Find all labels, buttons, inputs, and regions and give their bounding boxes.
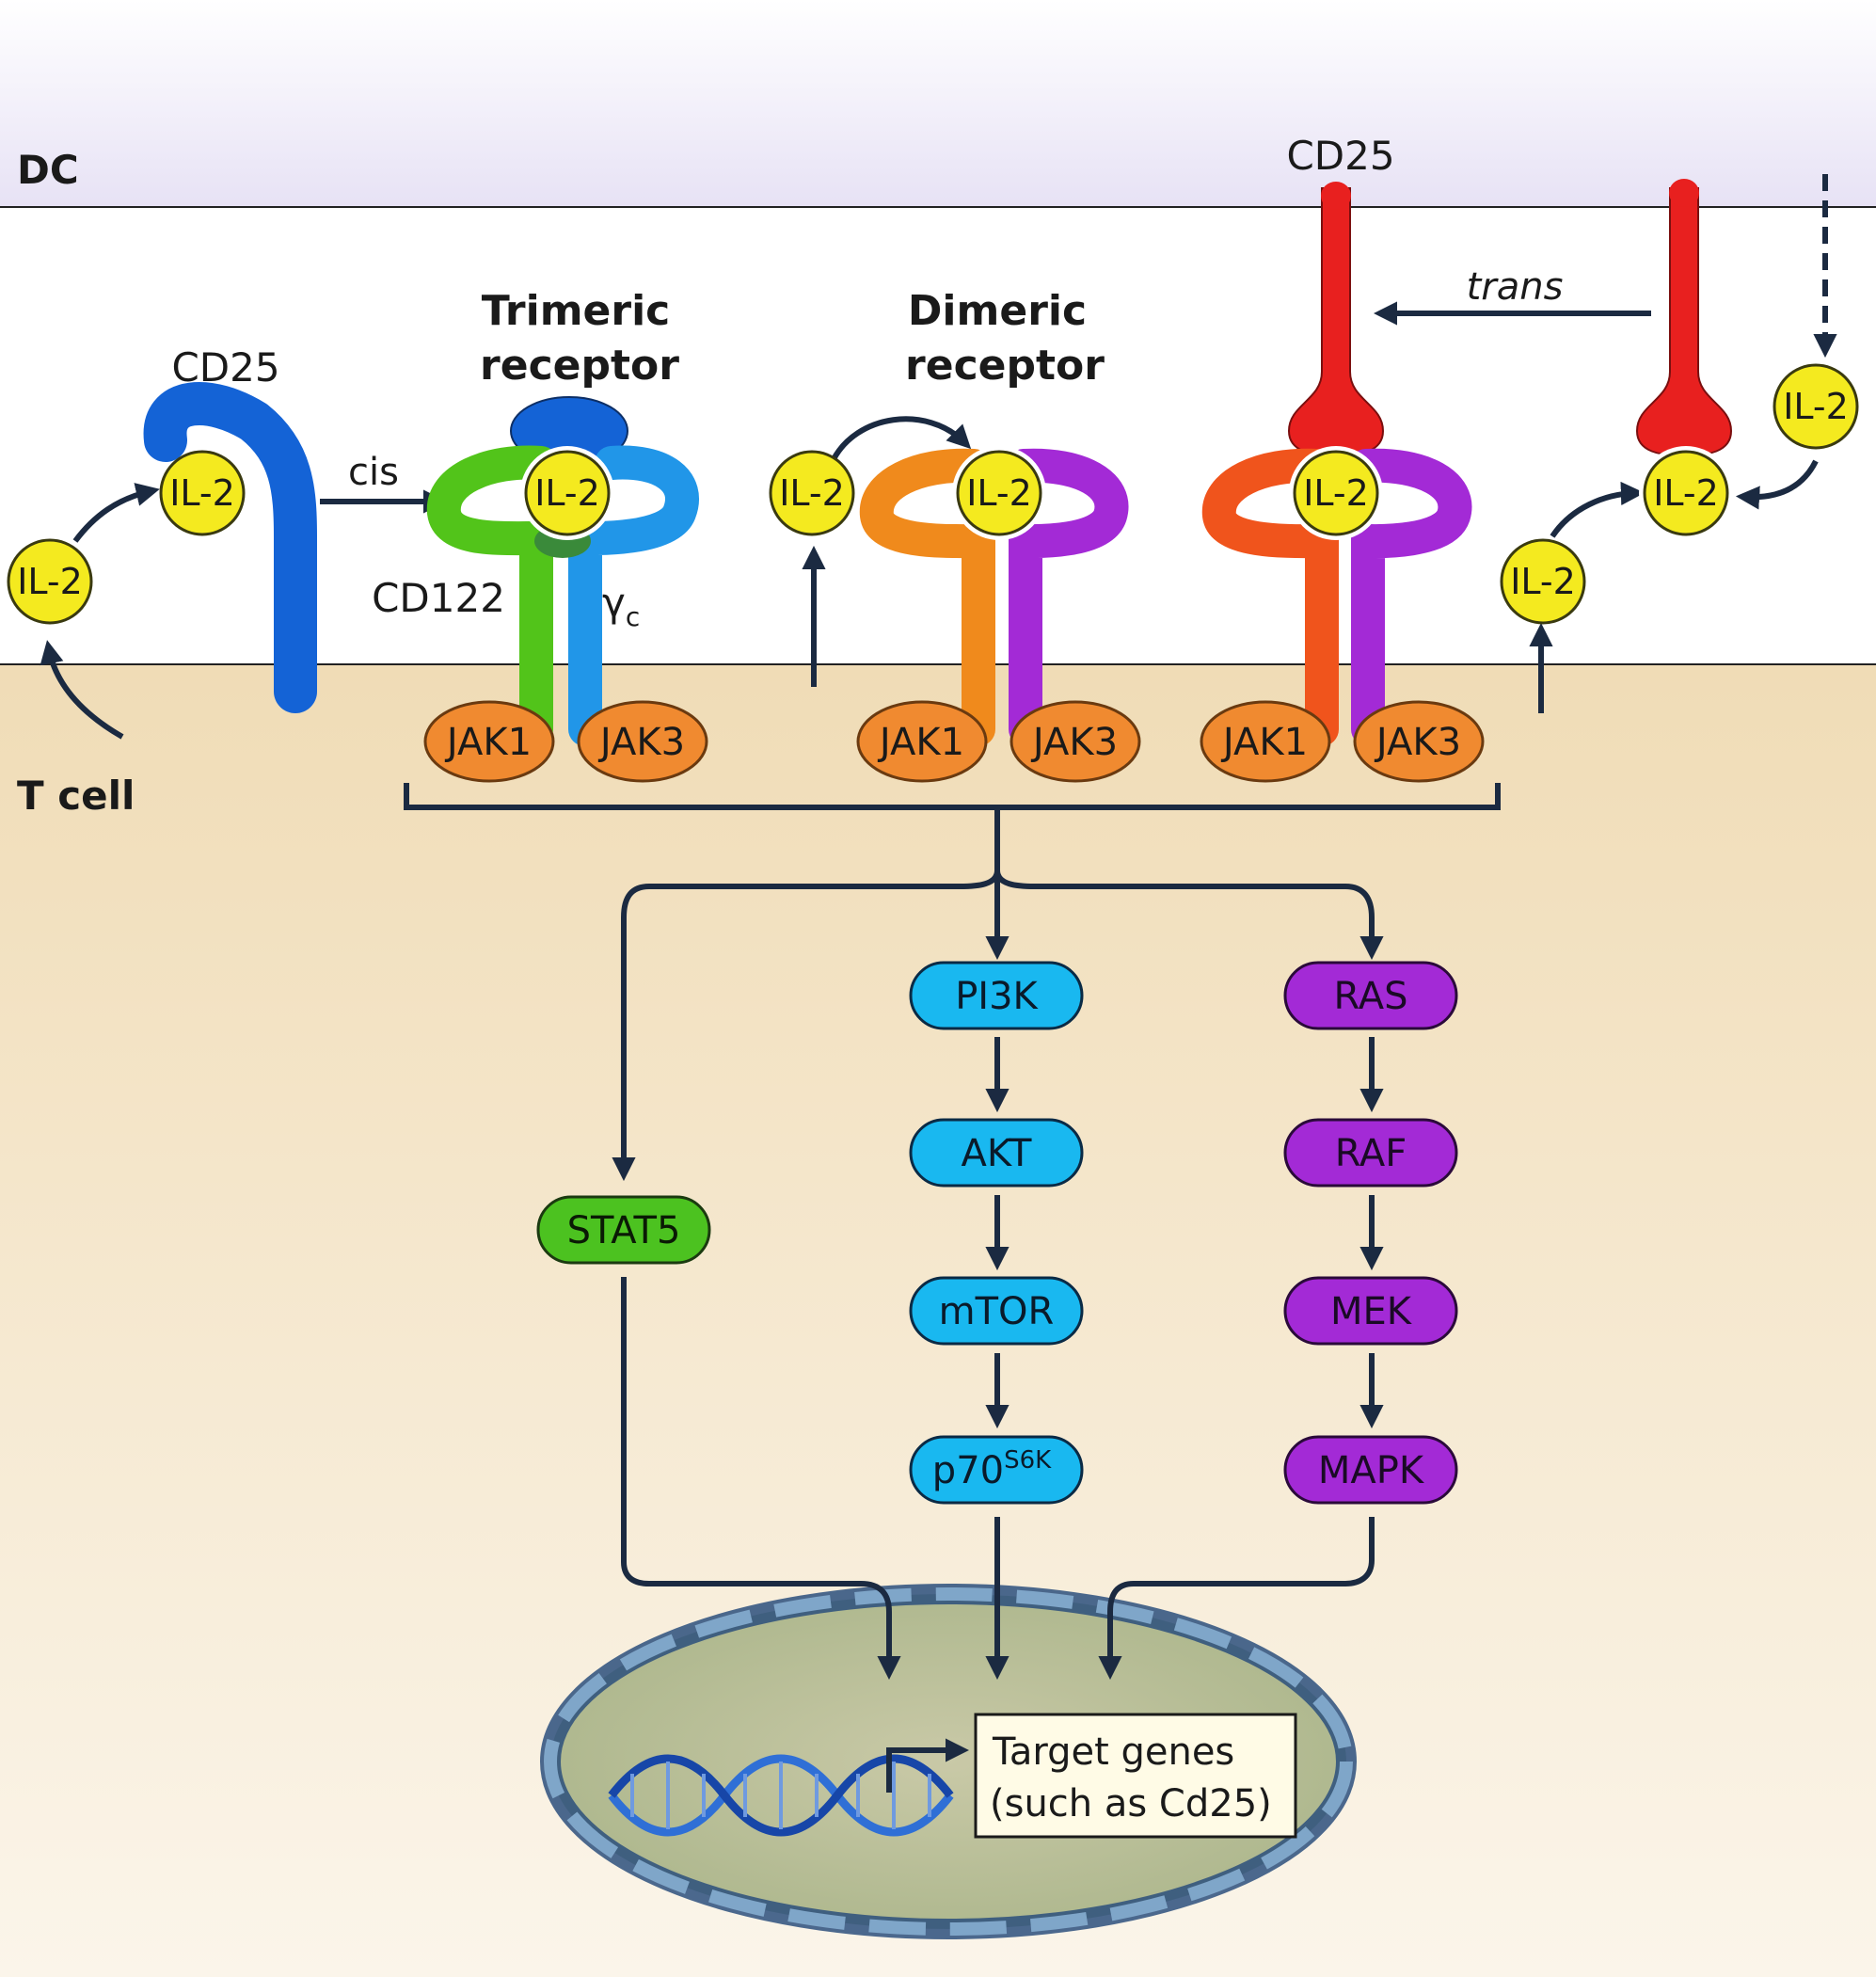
svg-text:IL-2: IL-2 (17, 561, 83, 602)
il2-trimeric (524, 450, 611, 536)
il2-free-dimeric (769, 450, 855, 536)
il2-cd25-left (159, 450, 246, 536)
akt-node: AKT (909, 1118, 1084, 1188)
svg-text:JAK1: JAK1 (877, 721, 964, 764)
jak-trimeric: JAK1 JAK3 (423, 700, 708, 783)
svg-text:PI3K: PI3K (955, 975, 1039, 1018)
mapk-node: MAPK (1283, 1435, 1458, 1505)
svg-text:IL-2: IL-2 (1783, 386, 1849, 427)
dimeric-gamma-chain (1007, 448, 1129, 746)
binding-arrow-right-top (1735, 459, 1819, 510)
il2-cd25-dc (1643, 450, 1729, 536)
cd25-red-dc (1635, 187, 1733, 456)
il2-group: IL-2 IL-2 IL-2 IL-2 IL-2 IL-2 IL-2 IL-2 … (7, 363, 1859, 625)
nuclear-envelope-pores (544, 1587, 1353, 1936)
cd122-label: CD122 (372, 575, 505, 621)
target-genes-line1: Target genes (992, 1730, 1234, 1774)
dimeric-title-2: receptor (905, 342, 1105, 390)
p70s6k-node: p70S6K (909, 1435, 1084, 1505)
svg-text:IL-2: IL-2 (1303, 472, 1369, 514)
ras-node: RAS (1283, 961, 1458, 1030)
svg-text:JAK1: JAK1 (444, 721, 532, 764)
jak-bracket (404, 783, 1501, 810)
il2-free-left (7, 538, 93, 625)
jak-dimeric: JAK1 JAK3 (856, 700, 1141, 783)
svg-text:p70S6K: p70S6K (932, 1446, 1052, 1492)
branch-stat5 (612, 869, 1000, 1182)
binding-arrow-dimeric (830, 416, 972, 463)
svg-text:MAPK: MAPK (1318, 1449, 1425, 1492)
jak1-dimeric (856, 700, 988, 783)
gamma-c-chain (568, 445, 699, 746)
trans-label: trans (1467, 265, 1564, 309)
dna-helix-icon (608, 1754, 954, 1837)
gamma-c-label: γc (602, 580, 640, 632)
arrow-stat5-nucleus (621, 1277, 901, 1681)
mtor-node: mTOR (909, 1276, 1084, 1346)
il2-dimeric (956, 450, 1042, 536)
cd25-red-trans-top (1321, 182, 1351, 210)
svg-text:JAK3: JAK3 (597, 721, 685, 764)
cis-label: cis (348, 451, 399, 494)
cd25-red-dc-top (1669, 179, 1699, 207)
jak1-trimeric (423, 700, 555, 783)
arrow-mapk-nucleus (1098, 1517, 1375, 1681)
svg-text:IL-2: IL-2 (1653, 472, 1719, 514)
il2-free-right (1500, 538, 1586, 625)
svg-text:IL-2: IL-2 (169, 472, 235, 514)
jak3-trans (1353, 700, 1485, 783)
il2-dc-secreted (1773, 363, 1859, 450)
cd25-top-label: CD25 (1286, 133, 1394, 179)
cd25-left-chain (143, 382, 317, 713)
svg-text:RAF: RAF (1335, 1132, 1407, 1175)
svg-text:JAK1: JAK1 (1220, 721, 1308, 764)
tcell-label: T cell (17, 773, 135, 819)
svg-text:JAK3: JAK3 (1374, 721, 1461, 764)
trans-cd122-chain (1201, 448, 1339, 746)
svg-text:RAS: RAS (1334, 975, 1408, 1018)
svg-text:MEK: MEK (1330, 1290, 1413, 1333)
jak3-trimeric (577, 700, 708, 783)
svg-text:IL-2: IL-2 (779, 472, 845, 514)
binding-arrow-left (72, 483, 160, 543)
jak-trans: JAK1 JAK3 (1200, 700, 1485, 783)
svg-text:JAK3: JAK3 (1030, 721, 1118, 764)
raf-node: RAF (1283, 1118, 1458, 1188)
stat5-node: STAT5 (536, 1195, 711, 1265)
dc-cytoplasm (0, 0, 1876, 207)
trimeric-title-1: Trimeric (482, 287, 671, 335)
target-genes-line2: (such as Cd25) (990, 1782, 1272, 1826)
trans-gamma-chain (1349, 448, 1472, 746)
dc-label: DC (17, 147, 79, 193)
mek-node: MEK (1283, 1276, 1458, 1346)
dimeric-title-1: Dimeric (908, 287, 1087, 335)
il2-trans (1293, 450, 1379, 536)
pi3k-node: PI3K (909, 961, 1084, 1030)
binding-arrow-right (1550, 481, 1645, 538)
svg-text:mTOR: mTOR (939, 1290, 1055, 1333)
dimeric-cd122-chain (859, 448, 995, 746)
svg-text:IL-2: IL-2 (1510, 561, 1576, 602)
svg-text:AKT: AKT (962, 1132, 1032, 1175)
jak3-dimeric (1010, 700, 1141, 783)
svg-text:IL-2: IL-2 (966, 472, 1032, 514)
svg-text:STAT5: STAT5 (567, 1209, 681, 1252)
cd122-chain (426, 445, 558, 746)
trimeric-title-2: receptor (480, 342, 679, 390)
branch-ras (994, 869, 1384, 961)
jak1-trans (1200, 700, 1331, 783)
transcription-arrow (886, 1738, 970, 1793)
secretion-arrow-left (40, 640, 124, 740)
svg-text:IL-2: IL-2 (534, 472, 600, 514)
cd25-red-trans (1287, 187, 1385, 456)
target-genes-box (974, 1713, 1297, 1839)
